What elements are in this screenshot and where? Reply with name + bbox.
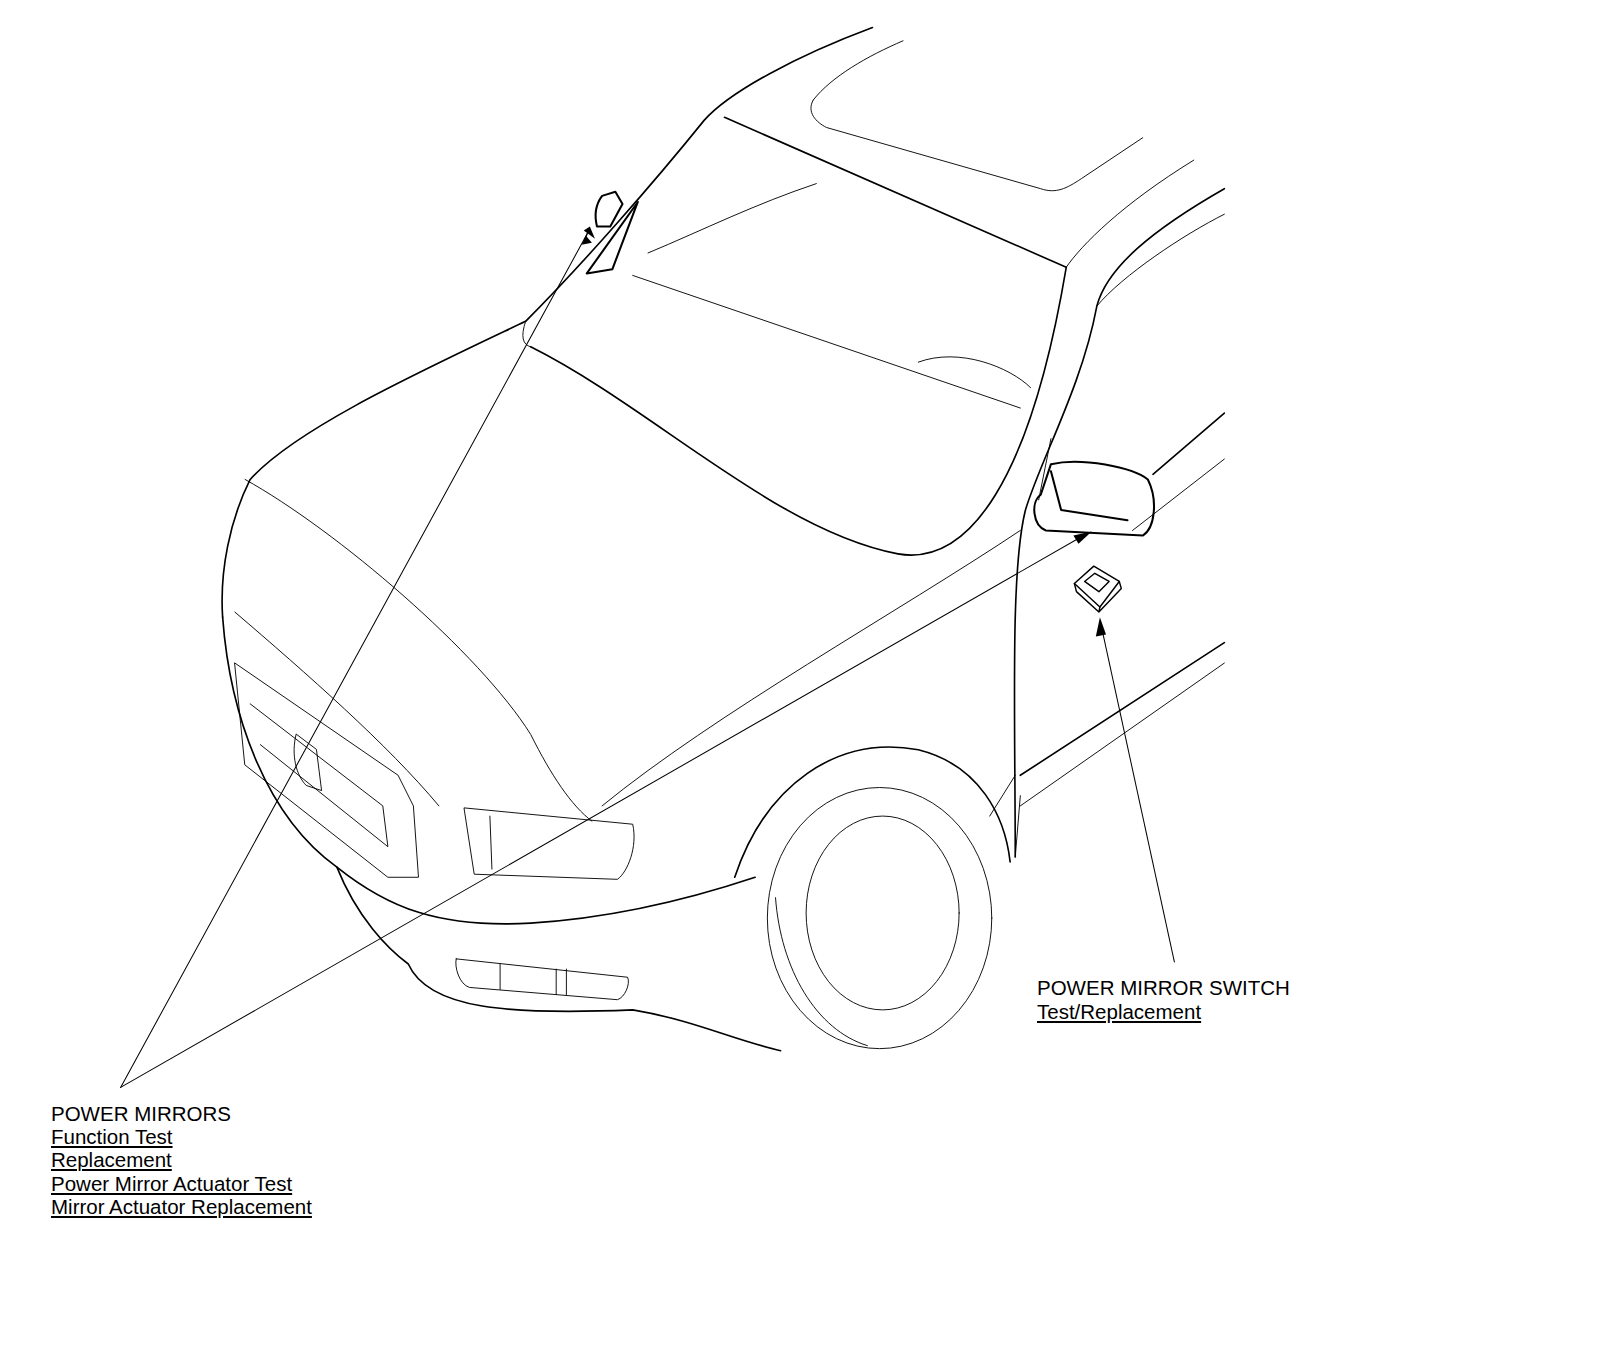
- mirror-switch-symbol: [1074, 566, 1121, 612]
- procedure-link: Replacement: [50, 1148, 173, 1171]
- arrowheads: [582, 226, 1106, 636]
- leader-lines: [121, 233, 1175, 1088]
- procedure-link: Test/Replacement: [1036, 1000, 1202, 1023]
- procedure-link: Mirror Actuator Replacement: [50, 1195, 313, 1218]
- mirror-shapes: [587, 192, 1154, 536]
- component-name: POWER MIRRORS: [50, 1102, 232, 1125]
- component-name: POWER MIRROR SWITCH: [1036, 976, 1291, 999]
- body-outline: [222, 28, 1224, 1051]
- detail-lines: [235, 41, 1224, 1049]
- procedure-link: Function Test: [50, 1125, 174, 1148]
- procedure-link: Power Mirror Actuator Test: [50, 1172, 293, 1195]
